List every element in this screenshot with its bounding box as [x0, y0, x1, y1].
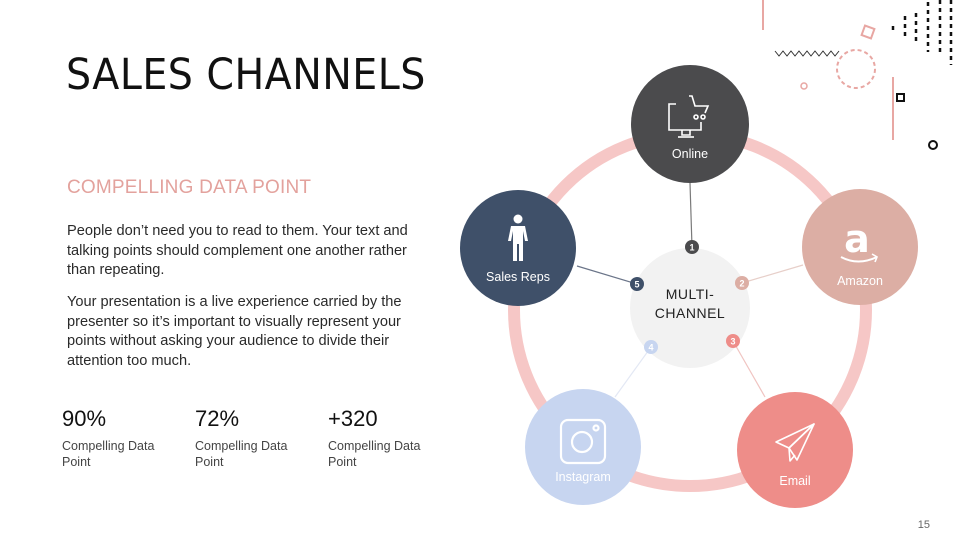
body-paragraph-1: People don’t need you to read to them. Y… [67, 223, 408, 278]
node-amazon: a Amazon [802, 189, 918, 305]
person-icon [508, 214, 528, 261]
svg-text:3: 3 [730, 337, 735, 347]
svg-text:1: 1 [689, 243, 694, 253]
stat-value: 90% [62, 406, 107, 431]
svg-text:2: 2 [739, 279, 744, 289]
node-label: Instagram [555, 470, 611, 484]
badge-2: 2 [735, 276, 749, 290]
node-email: Email [737, 392, 853, 508]
amazon-icon: a [844, 217, 870, 261]
body-paragraph-2: Your presentation is a live experience c… [67, 294, 402, 369]
node-sales-reps: Sales Reps [460, 190, 576, 306]
center-label-line1: MULTI- [666, 286, 715, 302]
center-node: MULTI- CHANNEL [630, 248, 750, 368]
node-label: Sales Reps [486, 270, 550, 284]
stat-label: Compelling Data Point [62, 439, 155, 469]
node-label: Email [779, 474, 810, 488]
instagram-icon [559, 418, 607, 465]
stat-label: Compelling Data Point [328, 439, 421, 469]
stat-2: 72% Compelling Data Point [195, 406, 315, 470]
connector-lines [576, 182, 804, 398]
node-instagram: Instagram [525, 389, 641, 505]
badge-5: 5 [630, 277, 644, 291]
decorative-shapes [762, 0, 953, 150]
svg-text:5: 5 [634, 280, 639, 290]
page-number: 15 [917, 519, 930, 531]
monitor-cart-icon [668, 95, 710, 138]
stat-value: +320 [328, 406, 378, 431]
slide-subtitle: COMPELLING DATA POINT [67, 177, 312, 198]
stat-value: 72% [195, 406, 240, 431]
stat-label: Compelling Data Point [195, 439, 288, 469]
center-label-line2: CHANNEL [655, 305, 725, 321]
node-label: Amazon [837, 274, 883, 288]
svg-text:4: 4 [648, 343, 653, 353]
amazon-smile-icon [840, 256, 878, 263]
stat-1: 90% Compelling Data Point [62, 406, 182, 470]
node-label: Online [672, 147, 708, 161]
stat-3: +320 Compelling Data Point [328, 406, 448, 470]
badge-4: 4 [644, 340, 658, 354]
slide-title: SALES CHANNELS [66, 50, 426, 100]
badge-1: 1 [685, 240, 699, 254]
paper-plane-icon [775, 423, 815, 462]
node-online: Online [631, 65, 749, 183]
badge-3: 3 [726, 334, 740, 348]
